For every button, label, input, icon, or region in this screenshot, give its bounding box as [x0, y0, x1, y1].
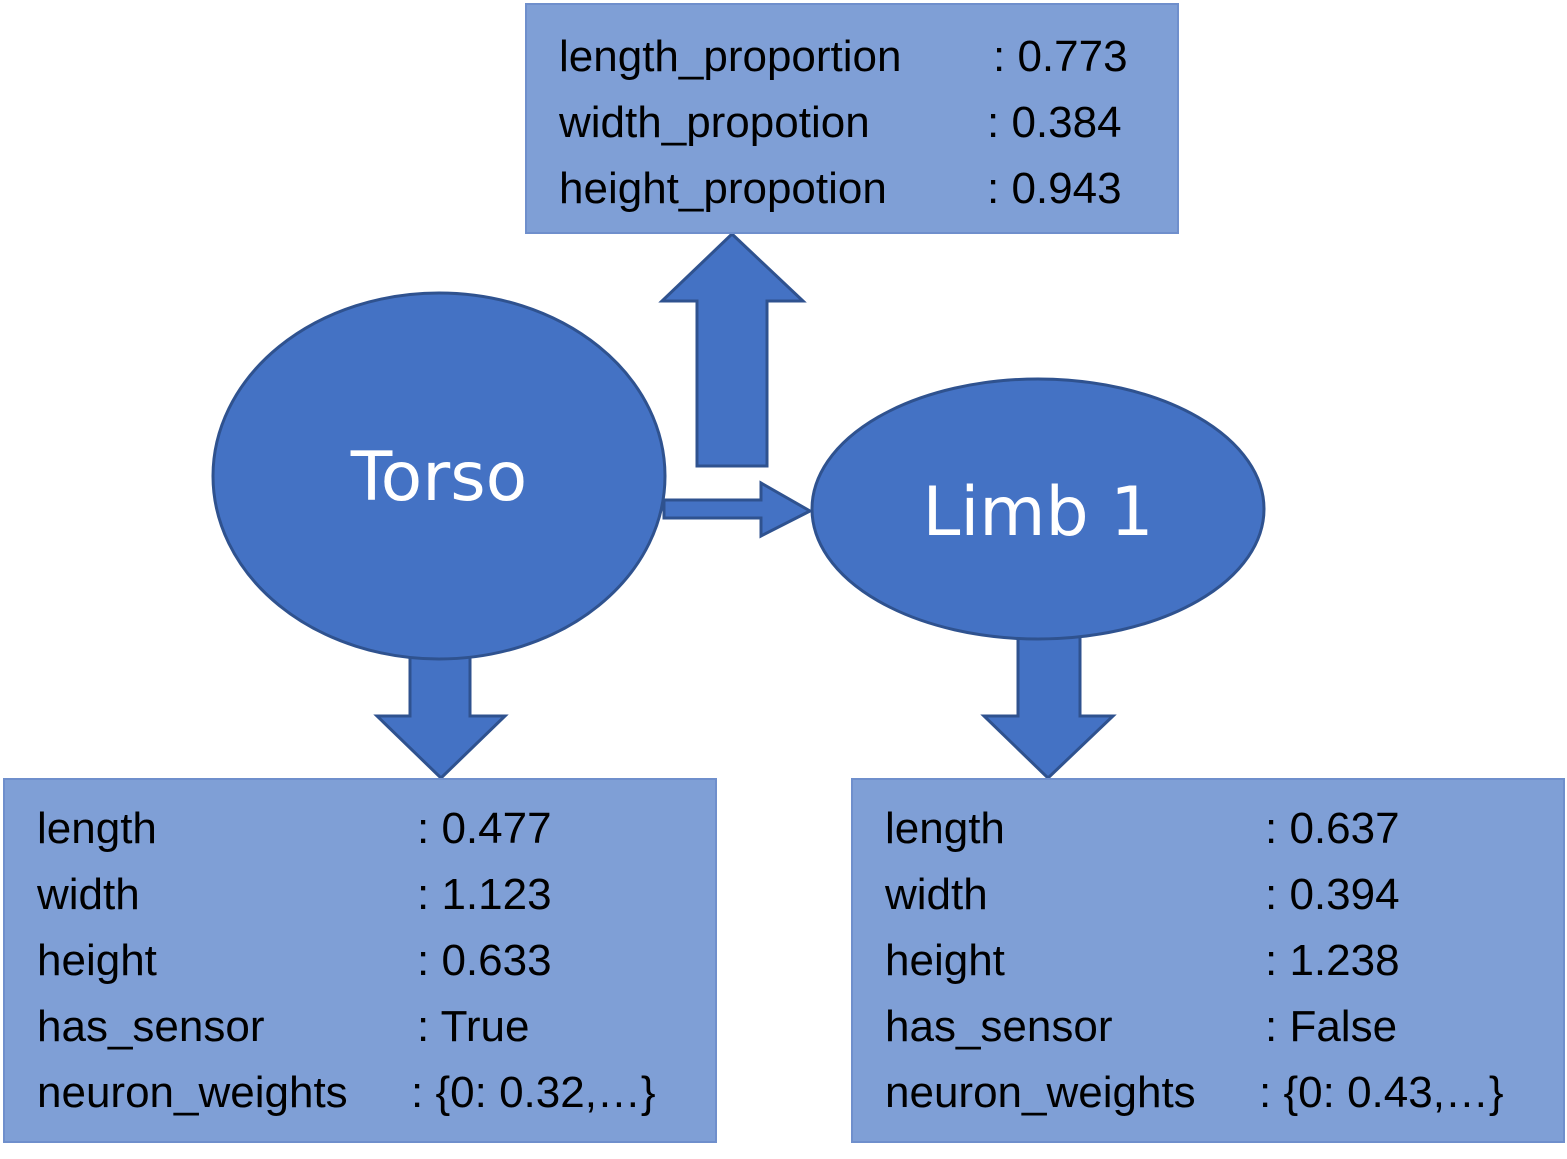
proportion-value-height: : 0.943: [987, 167, 1122, 211]
proportion-value: : 0.384: [987, 98, 1122, 147]
limb-attributes-box: length : 0.637 width : 0.394 height : 1.…: [851, 778, 1565, 1143]
torso-key-height: height: [37, 936, 157, 985]
proportion-key: width_propotion: [559, 98, 870, 147]
limb-value-height: : 1.238: [1265, 936, 1400, 985]
torso-key-has-sensor: has_sensor: [37, 1002, 265, 1051]
limb-key-has-sensor: has_sensor: [885, 1002, 1113, 1051]
limb-key-width: width: [885, 870, 988, 919]
proportion-row-height: height_propotion: [559, 167, 887, 211]
limb-key-length: length: [885, 804, 1005, 853]
torso-value-height: : 0.633: [417, 936, 552, 985]
limb1-label: Limb 1: [922, 473, 1153, 552]
proportion-key: height_propotion: [559, 164, 887, 213]
limb-value-has-sensor: : False: [1265, 1002, 1398, 1051]
proportion-value-width: : 0.384: [987, 101, 1122, 145]
arrow-down-limb: [980, 634, 1117, 781]
torso-key-neuron-weights: neuron_weights: [37, 1068, 348, 1117]
torso-label: Torso: [350, 438, 528, 517]
torso-node: [211, 291, 667, 661]
proportion-row-length: length_proportion: [559, 35, 901, 79]
limb-value-length: : 0.637: [1265, 804, 1400, 853]
torso-value-has-sensor: : True: [417, 1002, 530, 1051]
proportion-row-width: width_propotion: [559, 101, 870, 145]
limb-value-width: : 0.394: [1265, 870, 1400, 919]
proportion-value-length: : 0.773: [993, 35, 1128, 79]
limb-key-neuron-weights: neuron_weights: [885, 1068, 1196, 1117]
arrow-up-to-proportions: [658, 231, 807, 468]
limb-key-height: height: [885, 936, 1005, 985]
torso-key-length: length: [37, 804, 157, 853]
limb-value-neuron-weights: : {0: 0.43,…}: [1259, 1068, 1504, 1117]
torso-value-length: : 0.477: [417, 804, 552, 853]
proportion-box: length_proportion : 0.773 width_propotio…: [525, 3, 1179, 234]
torso-value-width: : 1.123: [417, 870, 552, 919]
proportion-key: length_proportion: [559, 32, 902, 81]
limb1-node: [810, 377, 1266, 641]
proportion-value: : 0.943: [987, 164, 1122, 213]
torso-key-width: width: [37, 870, 140, 919]
arrow-torso-to-limb: [662, 480, 814, 539]
torso-attributes-box: length : 0.477 width : 1.123 height : 0.…: [3, 778, 717, 1143]
proportion-value: : 0.773: [993, 32, 1128, 81]
torso-value-neuron-weights: : {0: 0.32,…}: [411, 1068, 656, 1117]
